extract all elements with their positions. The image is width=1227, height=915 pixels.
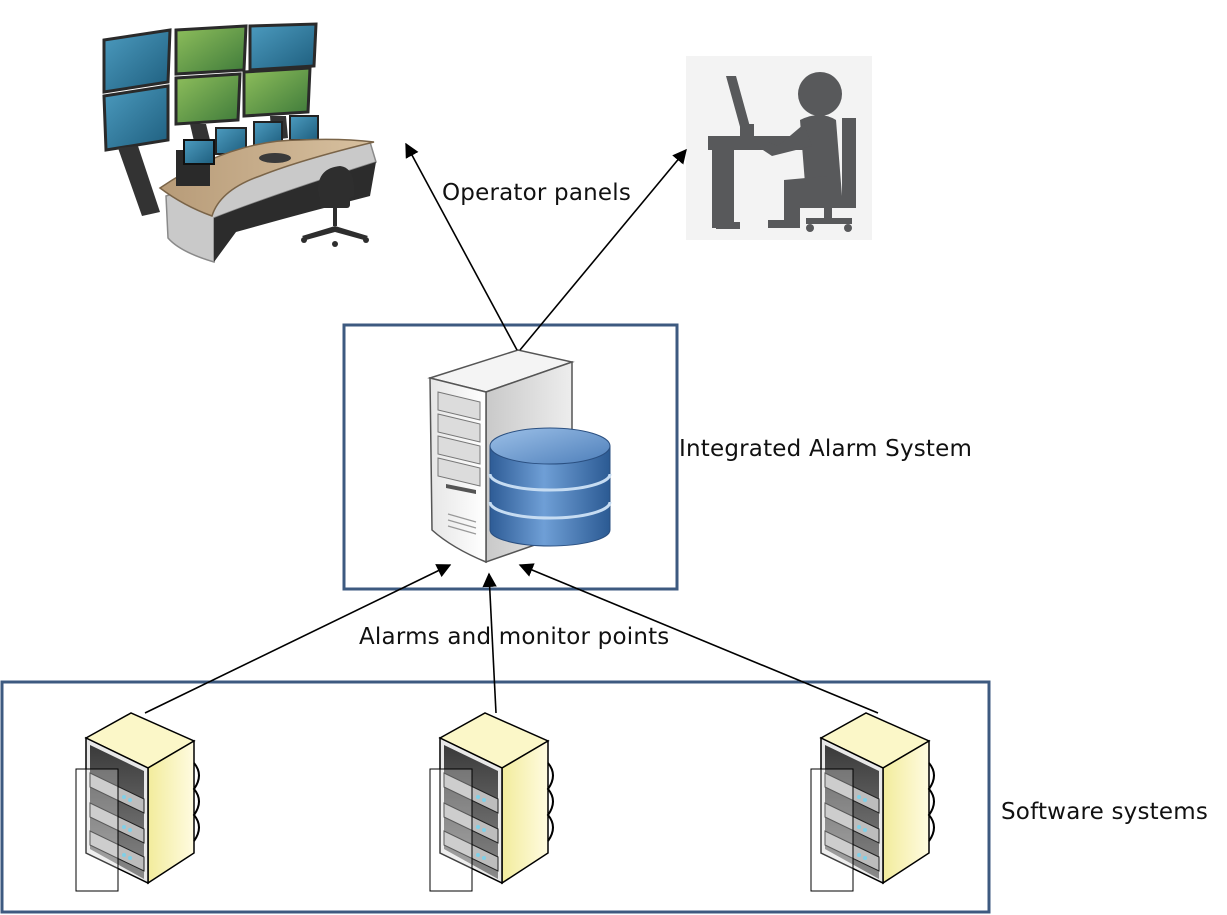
- server-database-icon: [427, 349, 612, 564]
- arrow-to-control-room: [405, 142, 518, 351]
- operator-panels-label: Operator panels: [442, 180, 632, 206]
- arrow-rack3-to-ias: [518, 563, 879, 714]
- arrows: [144, 142, 879, 714]
- integrated-alarm-system-label: Integrated Alarm System: [679, 436, 973, 462]
- integrated-alarm-system-box: [342, 323, 679, 591]
- arrow-to-operator: [519, 148, 687, 351]
- control-room-desk-icon: [102, 22, 377, 264]
- server-rack-icon-1: [75, 712, 200, 892]
- software-systems-label: Software systems: [1001, 799, 1209, 825]
- server-rack-icon-2: [429, 712, 554, 892]
- server-rack-icon-3: [810, 712, 935, 892]
- arrow-rack1-to-ias: [144, 564, 452, 714]
- software-systems-box: [0, 680, 991, 914]
- person-at-computer-icon: [686, 56, 872, 240]
- arrow-rack2-to-ias: [482, 572, 497, 714]
- alarms-and-monitor-points-label: Alarms and monitor points: [359, 624, 670, 650]
